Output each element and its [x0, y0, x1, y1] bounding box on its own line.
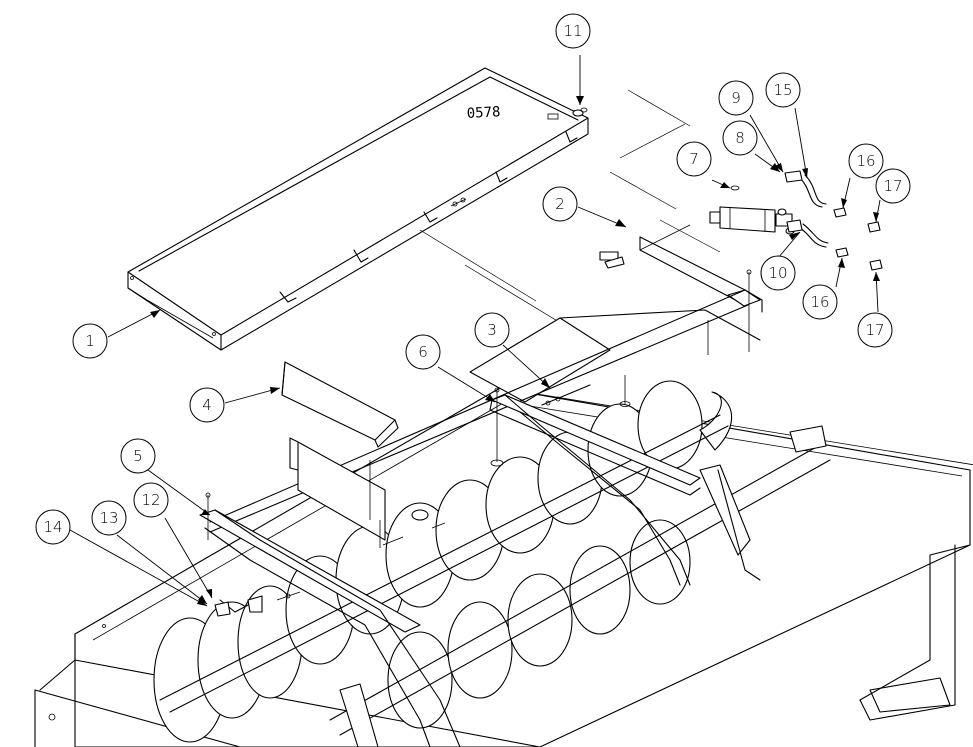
svg-text:9: 9	[731, 89, 741, 107]
svg-text:16: 16	[856, 152, 875, 170]
callout-5: 5	[121, 439, 155, 473]
callout-4: 4	[190, 388, 224, 422]
svg-text:12: 12	[141, 491, 160, 509]
callout-6: 6	[406, 335, 440, 369]
svg-text:7: 7	[689, 150, 699, 168]
svg-text:17: 17	[865, 321, 884, 339]
svg-text:5: 5	[133, 447, 143, 465]
hydraulic-cylinder	[710, 186, 794, 234]
svg-text:2: 2	[555, 195, 565, 213]
callout-17-upper: 17	[876, 169, 910, 203]
svg-text:15: 15	[773, 81, 792, 99]
callout-12: 12	[134, 483, 168, 517]
svg-text:1: 1	[85, 332, 95, 350]
svg-text:13: 13	[99, 509, 118, 527]
callout-1: 1	[73, 324, 107, 358]
svg-text:11: 11	[563, 22, 582, 40]
callout-13: 13	[92, 501, 126, 535]
cover-panel	[128, 68, 588, 350]
svg-text:3: 3	[487, 321, 497, 339]
callout-16-upper: 16	[849, 144, 883, 178]
callout-7: 7	[677, 142, 711, 176]
callout-3: 3	[475, 313, 509, 347]
svg-text:8: 8	[735, 129, 745, 147]
svg-text:14: 14	[43, 518, 62, 536]
callout-10: 10	[761, 256, 795, 290]
svg-text:17: 17	[883, 177, 902, 195]
callout-2: 2	[543, 187, 577, 221]
callout-14: 14	[36, 510, 70, 544]
svg-text:4: 4	[202, 396, 212, 414]
callout-16-lower: 16	[803, 285, 837, 319]
svg-text:10: 10	[768, 264, 787, 282]
callout-15: 15	[766, 73, 800, 107]
drawing-stamp: 0578	[466, 104, 501, 122]
callout-8: 8	[723, 121, 757, 155]
svg-text:16: 16	[810, 293, 829, 311]
callout-11: 11	[556, 14, 590, 48]
svg-text:6: 6	[418, 343, 428, 361]
callout-17-lower: 17	[858, 313, 892, 347]
callout-9: 9	[719, 81, 753, 115]
